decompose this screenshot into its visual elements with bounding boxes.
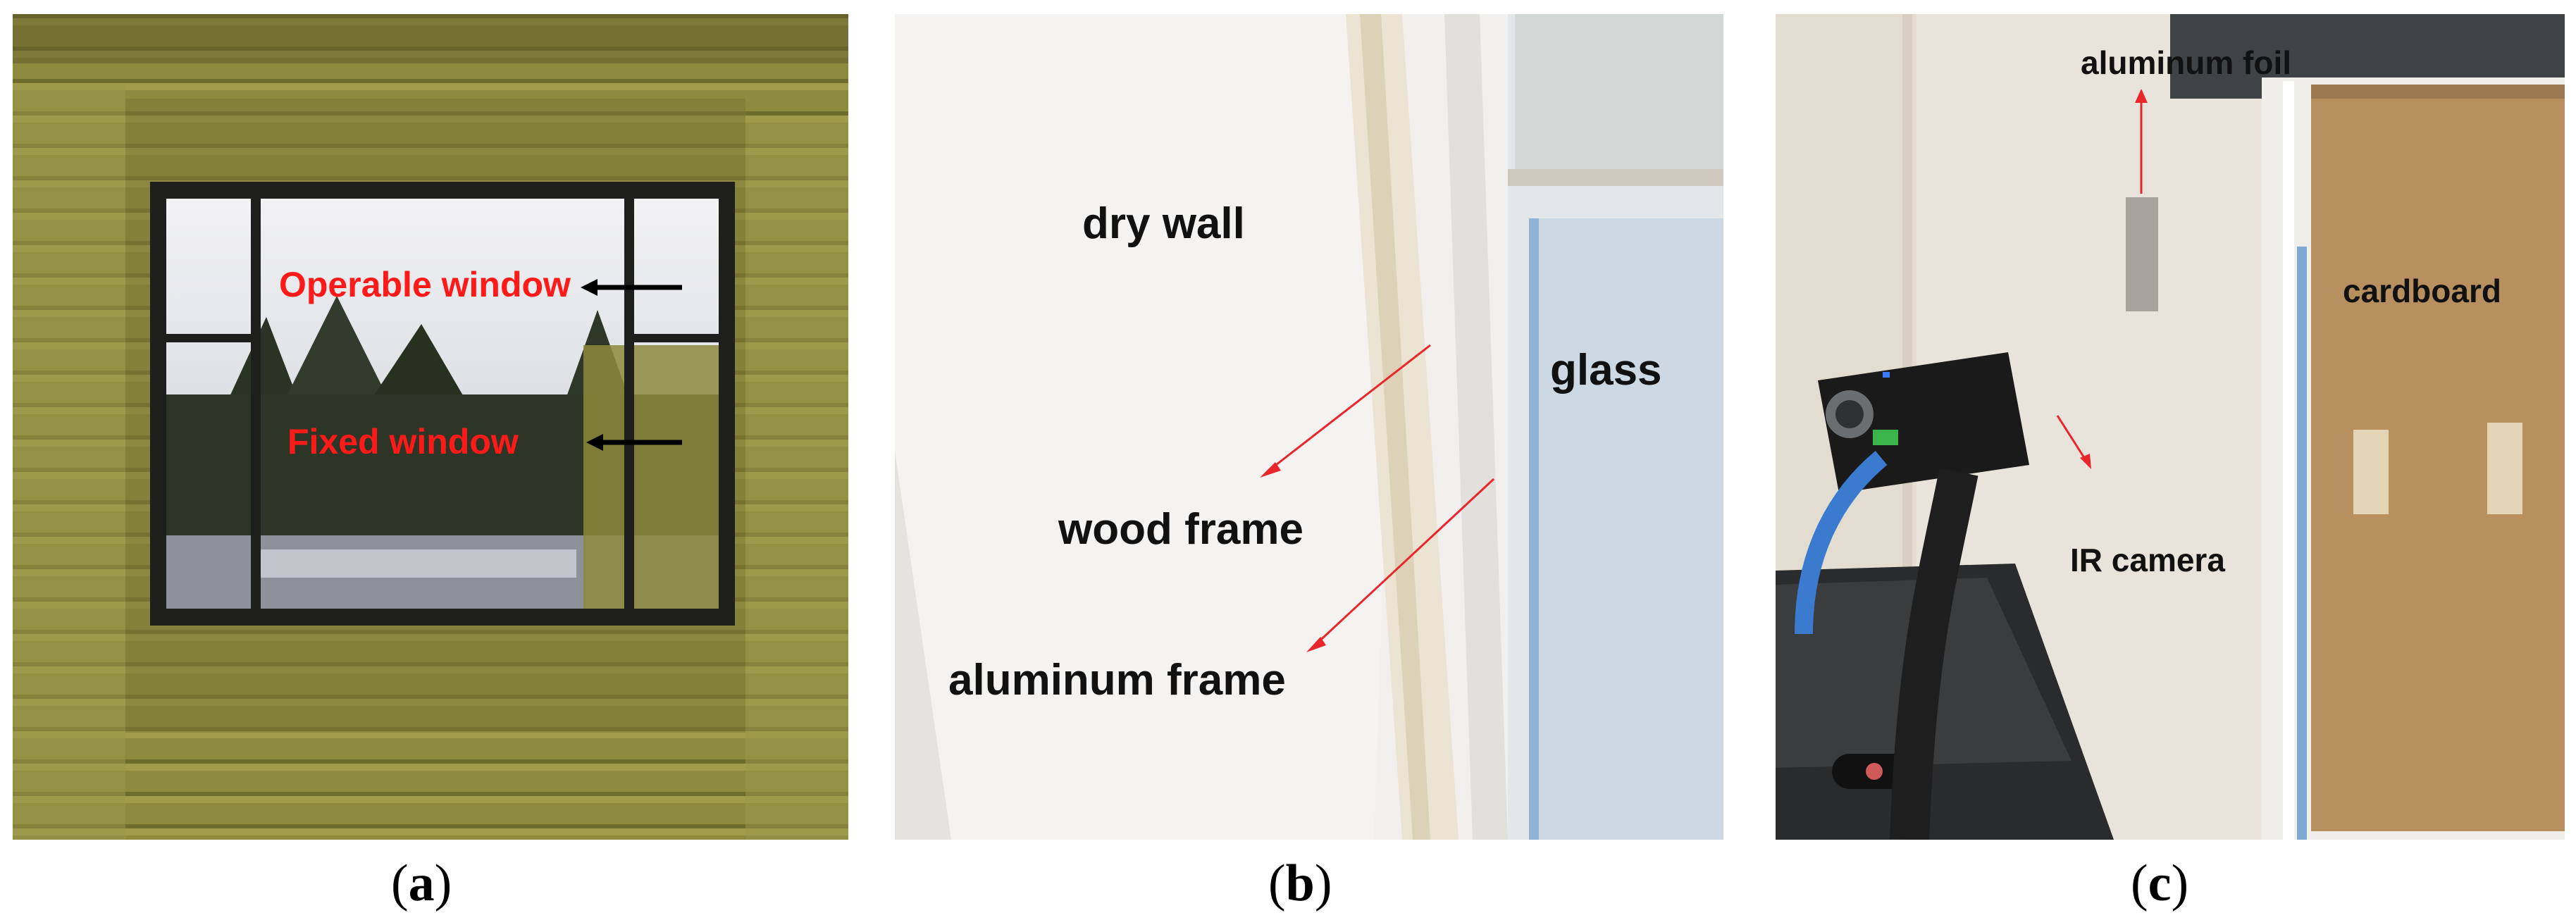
label-dry-wall: dry wall xyxy=(1082,199,1245,248)
window-interior-photo xyxy=(895,14,1723,840)
label-ir-camera: IR camera xyxy=(2070,542,2225,578)
label-aluminum-foil: aluminum foil xyxy=(2081,44,2291,81)
label-fixed-window: Fixed window xyxy=(287,422,519,461)
photo-panel-a: Operable window Fixed window xyxy=(13,14,848,840)
caption-b: (b) xyxy=(1268,854,1332,912)
window-exterior-photo xyxy=(13,14,848,840)
label-aluminum-frame: aluminum frame xyxy=(948,656,1286,704)
photo-panel-c: aluminum foil cardboard IR camera xyxy=(1776,14,2565,840)
caption-a: (a) xyxy=(391,854,452,912)
label-operable-window: Operable window xyxy=(279,265,571,304)
label-cardboard: cardboard xyxy=(2343,273,2501,309)
label-glass: glass xyxy=(1550,346,1662,394)
photo-panel-b: dry wall glass wood frame aluminum frame xyxy=(895,14,1723,840)
caption-c: (c) xyxy=(2131,854,2189,912)
label-wood-frame: wood frame xyxy=(1058,505,1304,554)
ir-camera-setup-photo xyxy=(1776,14,2565,840)
